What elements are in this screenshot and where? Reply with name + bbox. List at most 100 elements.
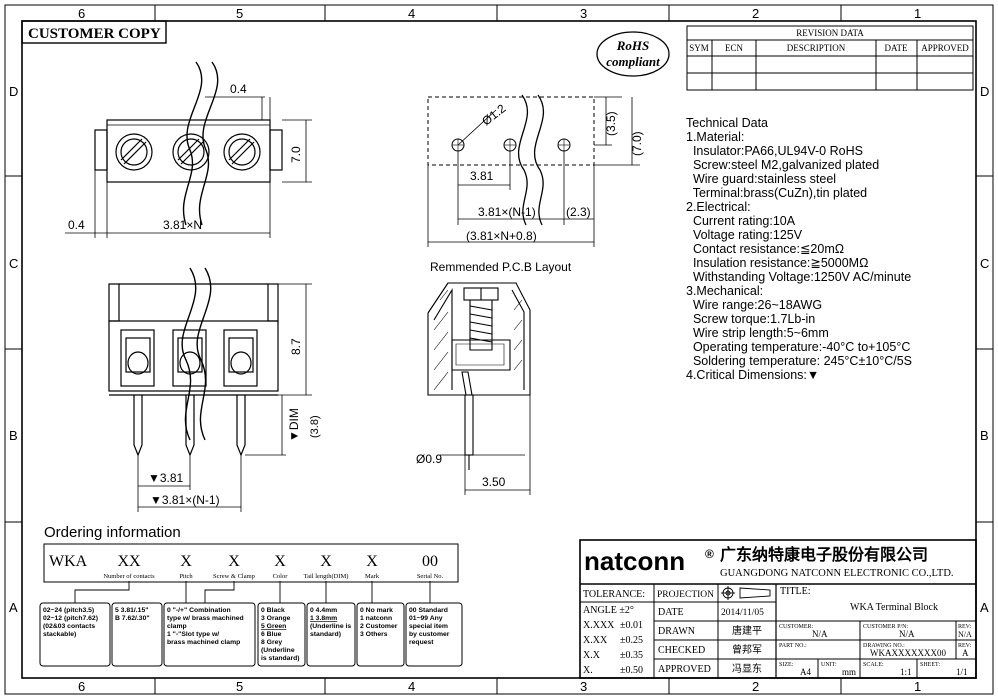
- opt-screw-1: type w/ brass machined: [167, 615, 244, 622]
- opt-screw-3: 1 "-"Slot type w/: [167, 631, 219, 638]
- customer-pn-label: CUSTOMER P/N:: [863, 624, 908, 630]
- opt-serial-1: 01~99 Any: [409, 615, 443, 622]
- opt-serial-0: 00 Standard: [409, 607, 448, 614]
- dim-p381n08: (3.81×N+0.8): [466, 229, 537, 243]
- tech-line-14: Screw torque:1.7Lb-in: [686, 312, 815, 326]
- size-label: SIZE:: [779, 662, 794, 668]
- tech-line-3: Screw:steel M2,galvanized plated: [686, 158, 879, 172]
- code-pitch: X: [180, 553, 192, 570]
- checked-label: CHECKED: [658, 645, 705, 656]
- top-view-drawing: [65, 61, 312, 238]
- opt-screw-0: 0 "-/+" Combination: [167, 607, 231, 614]
- zone-left-a: A: [9, 600, 18, 615]
- opt-mark-0: 0 No mark: [360, 607, 393, 614]
- customer-value: N/A: [812, 629, 828, 639]
- dim-38: (3.8): [309, 415, 321, 438]
- tech-line-2: Insulator:PA66,UL94V-0 RoHS: [686, 144, 863, 158]
- scale-value: 1:1: [900, 667, 912, 677]
- dim-87: 8.7: [289, 338, 303, 355]
- zone-right-b: B: [980, 428, 989, 443]
- tech-line-15: Wire strip length:5~6mm: [686, 326, 829, 340]
- opt-color-3: 6 Blue: [261, 631, 282, 638]
- zone-left-c: C: [9, 256, 18, 271]
- drawing-no-value: WKAXXXXXXX00: [870, 648, 946, 658]
- label-serial: Serial No.: [417, 573, 444, 580]
- dim-phi09: Ø0.9: [416, 452, 442, 466]
- opt-pitch-0: 5 3.81/.15": [115, 607, 148, 614]
- section-view-drawing: [427, 282, 531, 495]
- zone-right-a: A: [980, 600, 989, 615]
- dim-p23: (2.3): [566, 205, 591, 219]
- rev-label-2: REV:: [958, 643, 972, 649]
- technical-data: Technical Data 1.Material: Insulator:PA6…: [686, 116, 912, 382]
- zone-bottom-2: 2: [752, 679, 759, 694]
- tech-line-13: Wire range:26~18AWG: [686, 298, 822, 312]
- title-value: WKA Terminal Block: [850, 602, 938, 613]
- sheet-label: SHEET:: [920, 662, 940, 668]
- label-tail: Tail length(DIM): [304, 573, 349, 580]
- brand-logo: natconn: [584, 546, 685, 576]
- opt-contacts-3: stackable): [43, 631, 76, 638]
- projection-label: PROJECTION: [657, 590, 714, 600]
- opt-color-1: 3 Orange: [261, 615, 291, 622]
- projection-symbol-icon: [721, 586, 771, 600]
- dim-04-top: 0.4: [230, 82, 247, 96]
- unit-value: mm: [842, 667, 856, 677]
- revision-table: [686, 25, 974, 91]
- opt-pitch-1: B 7.62/.30": [115, 615, 150, 622]
- ordering-code: WKA XX X X X X X 00: [49, 553, 438, 570]
- opt-tail-2: (Underline is: [310, 623, 351, 630]
- zone-left-b: B: [9, 428, 18, 443]
- label-contacts: Number of contacts: [103, 573, 155, 580]
- label-color: Color: [273, 573, 289, 580]
- customer-pn-value: N/A: [899, 629, 915, 639]
- dim-p381n1: 3.81×(N-1): [478, 205, 536, 219]
- tol-xxx-value: ±0.25: [620, 635, 643, 646]
- code-contacts: XX: [117, 553, 141, 570]
- zone-right-d: D: [980, 84, 989, 99]
- company-name-en: GUANGDONG NATCONN ELECTRONIC CO.,LTD.: [720, 568, 954, 579]
- drawn-value: 唐建平: [732, 624, 762, 637]
- tol-xxx: X.XX: [583, 635, 608, 646]
- tech-line-16: Operating temperature:-40°C to+105°C: [686, 340, 910, 354]
- zone-bottom-1: 1: [914, 679, 921, 694]
- tech-line-18: 4.Critical Dimensions:▼: [686, 368, 819, 382]
- brand-registered: ®: [705, 547, 714, 561]
- opt-mark-1: 1 natconn: [360, 615, 392, 622]
- revision-title: REVISION DATA: [796, 28, 864, 38]
- label-pitch: Pitch: [179, 573, 193, 580]
- dim-70: 7.0: [289, 146, 303, 163]
- rev-value-1: N/A: [958, 630, 972, 639]
- date-value: 2014/11/05: [721, 608, 764, 618]
- title-label: TITLE:: [780, 586, 811, 597]
- dim-381n: 3.81×N: [163, 218, 202, 232]
- tech-line-1: 1.Material:: [686, 130, 744, 144]
- sheet-frame: [4, 4, 994, 695]
- dim-phi12: Ø1.2: [479, 101, 508, 128]
- approved-label: APPROVED: [658, 664, 711, 675]
- rev-label-1: REV:: [958, 624, 972, 630]
- zone-left-d: D: [9, 84, 18, 99]
- checked-value: 曾邦军: [732, 643, 762, 656]
- tol-x-value: ±0.50: [620, 665, 643, 676]
- zone-bottom-4: 4: [408, 679, 415, 694]
- code-mark: X: [366, 553, 378, 570]
- opt-screw-2: clamp: [167, 623, 187, 630]
- dim-70p: (7.0): [630, 131, 644, 156]
- opt-tail-3: standard): [310, 631, 341, 638]
- sheet-value: 1/1: [956, 667, 968, 677]
- opt-color-0: 0 Black: [261, 607, 285, 614]
- tech-line-17: Soldering temperature: 245°C±10°C/5S: [686, 354, 912, 368]
- scale-label: SCALE:: [863, 662, 884, 668]
- code-tail: X: [320, 553, 332, 570]
- zone-top-6: 6: [78, 6, 85, 21]
- drawn-label: DRAWN: [658, 626, 695, 637]
- zone-top-3: 3: [580, 6, 587, 21]
- pcb-layout-drawing: [427, 94, 640, 247]
- customer-label: CUSTOMER:: [779, 624, 814, 630]
- tol-xxxx: X.XXX: [583, 620, 615, 631]
- opt-serial-3: by customer: [409, 631, 450, 638]
- tolerance-label: TOLERANCE:: [583, 589, 645, 600]
- zone-top-5: 5: [236, 6, 243, 21]
